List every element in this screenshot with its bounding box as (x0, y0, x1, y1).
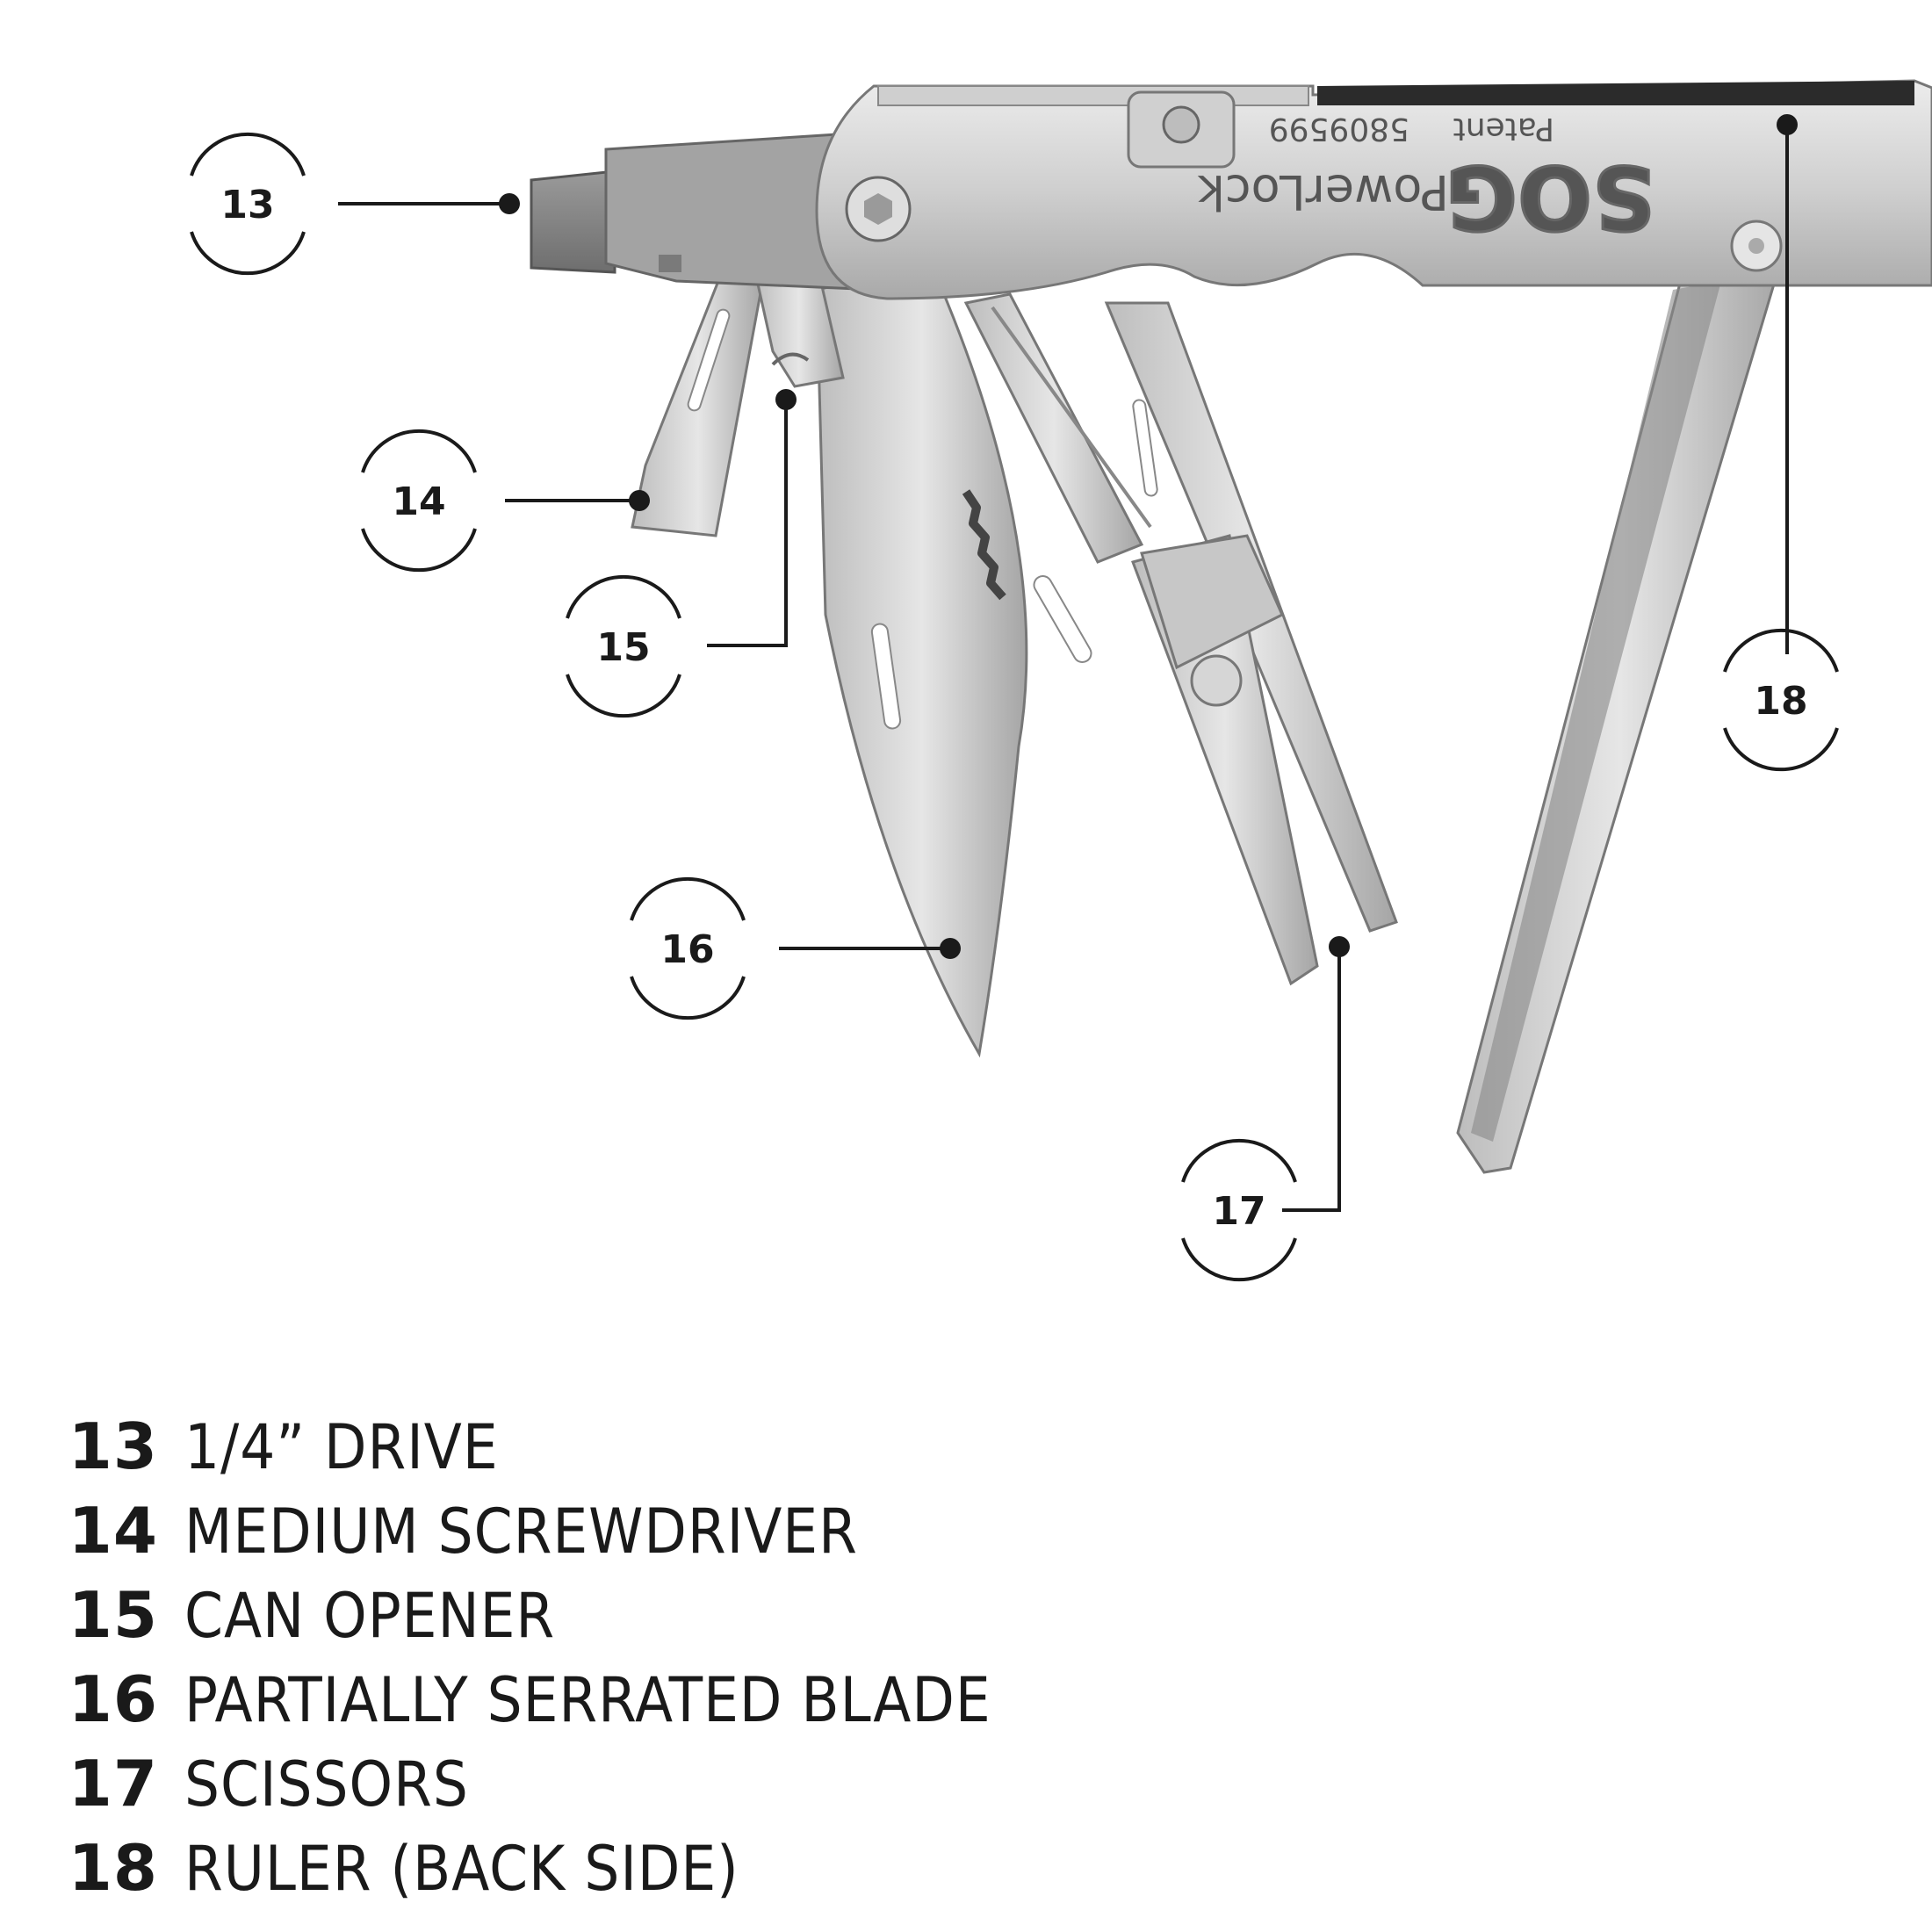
callout-number-13: 13 (220, 183, 274, 227)
dot-17 (1329, 936, 1350, 957)
legend-label: SCISSORS (184, 1748, 469, 1820)
leader-dots (499, 114, 1798, 959)
dot-14 (629, 490, 650, 511)
legend-row: 18 RULER (BACK SIDE) (44, 1831, 1273, 1915)
legend-row: 15 CAN OPENER (44, 1578, 1273, 1662)
leader-lines (338, 125, 1789, 1212)
dot-13 (499, 193, 520, 214)
serrated-blade-tool (815, 262, 1028, 1058)
screwdriver-tool (631, 272, 766, 537)
callout-circle-13 (190, 132, 306, 276)
legend-number: 17 (68, 1747, 158, 1820)
callout-number-17: 17 (1212, 1189, 1265, 1234)
ruler-tool (1456, 252, 1785, 1174)
quarter-inch-drive-tool (530, 130, 880, 292)
legend-number: 16 (68, 1662, 158, 1736)
legend-number: 15 (68, 1578, 158, 1652)
brand-engraving: SOG (1445, 146, 1655, 249)
legend-number: 14 (68, 1494, 158, 1568)
callout-number-14: 14 (392, 479, 445, 524)
legend-row: 16 PARTIALLY SERRATED BLADE (44, 1662, 1273, 1747)
legend-label: CAN OPENER (184, 1580, 556, 1652)
legend-row: 13 1/4” DRIVE (44, 1409, 1273, 1494)
legend-row: 14 MEDIUM SCREWDRIVER (44, 1494, 1273, 1578)
callout-circle-15 (566, 574, 681, 718)
patent-number-engraving: 5809599 (1269, 111, 1409, 147)
legend-number: 18 (68, 1831, 158, 1905)
dot-16 (940, 938, 961, 959)
dot-18 (1777, 114, 1798, 135)
tool-handle: SOG PowerLock Patent 5809599 (815, 79, 1932, 300)
legend-label: 1/4” DRIVE (184, 1411, 499, 1483)
callout-circle-16 (630, 876, 746, 1020)
callout-number-18: 18 (1754, 679, 1807, 724)
callout-circle-18 (1723, 628, 1839, 772)
legend-label: PARTIALLY SERRATED BLADE (184, 1664, 991, 1736)
legend-row: 17 SCISSORS (44, 1747, 1273, 1831)
callout-number-15: 15 (596, 625, 650, 670)
legend-label: RULER (BACK SIDE) (184, 1833, 739, 1905)
callout-circle-14 (361, 429, 477, 573)
callout-numbers: 13 14 15 16 17 18 (220, 183, 1807, 1234)
scissors-tool (1104, 301, 1398, 986)
legend: 13 1/4” DRIVE 14 MEDIUM SCREWDRIVER 15 C… (44, 1409, 1273, 1915)
leader-15 (707, 400, 788, 647)
lever-tool (963, 292, 1152, 663)
callout-number-16: 16 (660, 927, 714, 972)
legend-number: 13 (68, 1409, 158, 1483)
model-engraving: PowerLock (1197, 164, 1449, 220)
multitool-diagram: SOG PowerLock Patent 5809599 13 14 15 1 (190, 79, 1932, 1282)
callout-badges (190, 132, 1839, 1282)
patent-label-engraving: Patent (1453, 111, 1554, 147)
legend-label: MEDIUM SCREWDRIVER (184, 1496, 858, 1568)
callout-circle-17 (1181, 1138, 1297, 1282)
dot-15 (775, 389, 797, 410)
leader-17 (1282, 947, 1341, 1212)
